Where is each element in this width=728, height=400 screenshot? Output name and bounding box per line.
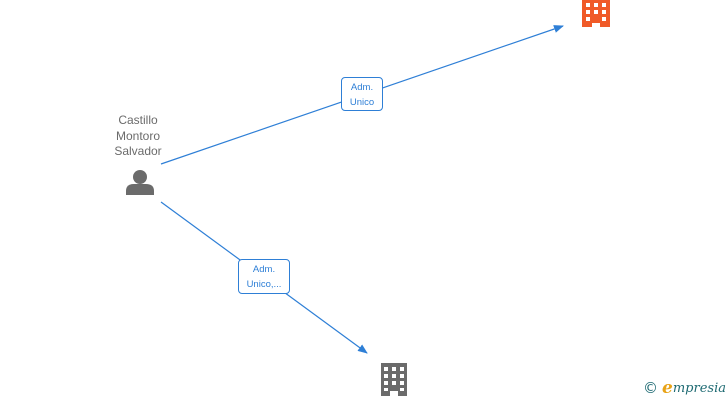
edge-label-line: Adm. (252, 264, 276, 275)
person-name-line: Castillo (118, 113, 158, 127)
person-name-line: Salvador (114, 144, 162, 158)
edge-label-line: Adm. (350, 82, 374, 93)
edge-label-adm-unico-more[interactable]: Adm. Unico,... (238, 259, 290, 294)
edge-label-adm-unico[interactable]: Adm. Unico (341, 77, 383, 111)
person-icon[interactable] (126, 170, 154, 195)
building-icon[interactable] (381, 363, 407, 396)
person-name[interactable]: Castillo Montoro Salvador (92, 113, 184, 160)
empresia-watermark: © e mpresia (643, 378, 726, 398)
building-icon[interactable] (582, 0, 610, 27)
person-name-line: Montoro (115, 128, 161, 143)
edge-label-line: Unico,... (246, 279, 282, 290)
brand-name: mpresia (672, 380, 726, 396)
edge-label-line: Unico (349, 97, 375, 108)
copyright-icon: © (643, 379, 659, 397)
brand-initial: e (662, 378, 673, 398)
